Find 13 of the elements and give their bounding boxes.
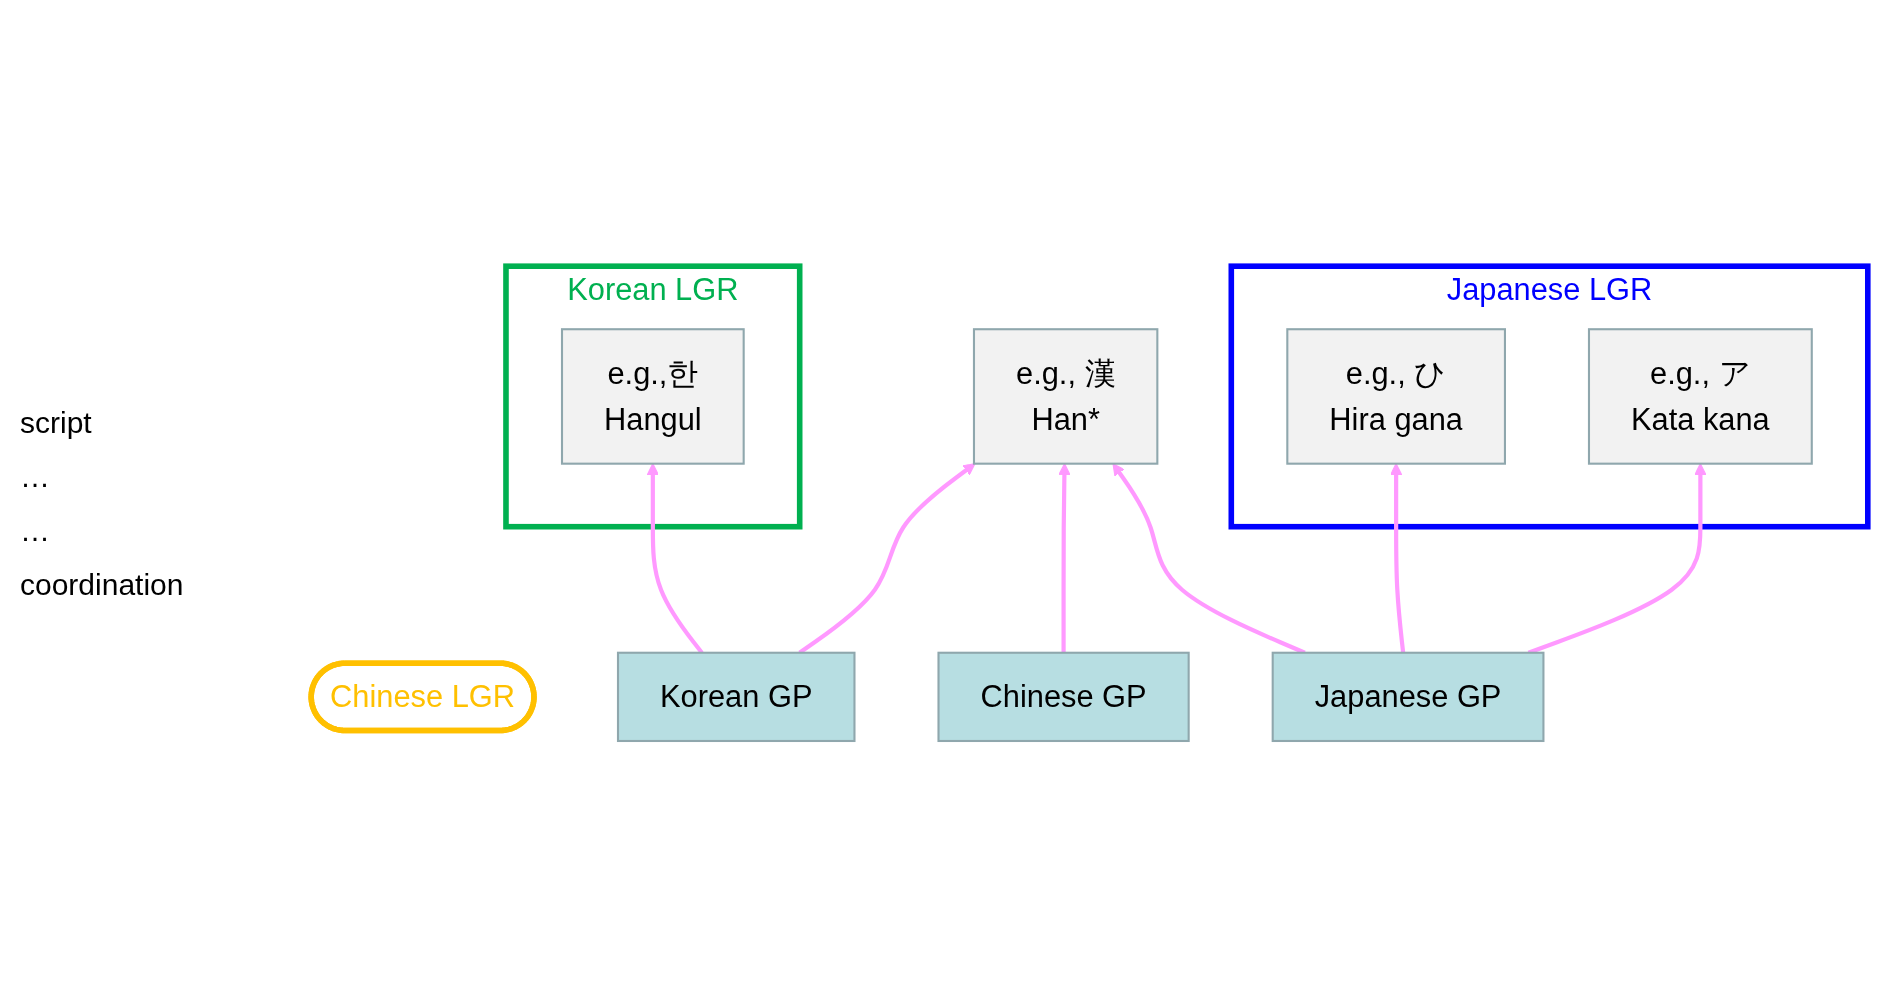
text-label: coordination (20, 567, 185, 602)
node-box: e.g., 漢 Han* (972, 328, 1159, 465)
node-box: Japanese GP (1271, 651, 1545, 742)
node-box: Chinese GP (937, 651, 1190, 742)
node-box: e.g., ア Kata kana (1587, 328, 1813, 465)
node-box: e.g., ひ Hira gana (1286, 328, 1506, 465)
text-label: script (20, 405, 93, 440)
arrow (1389, 463, 1406, 653)
node-box: e.g.,한 Hangul (560, 328, 745, 465)
arrow (1058, 463, 1071, 653)
node-box: Korean GP (616, 651, 856, 742)
text-label: … (20, 459, 51, 494)
text-label: … (20, 513, 51, 548)
